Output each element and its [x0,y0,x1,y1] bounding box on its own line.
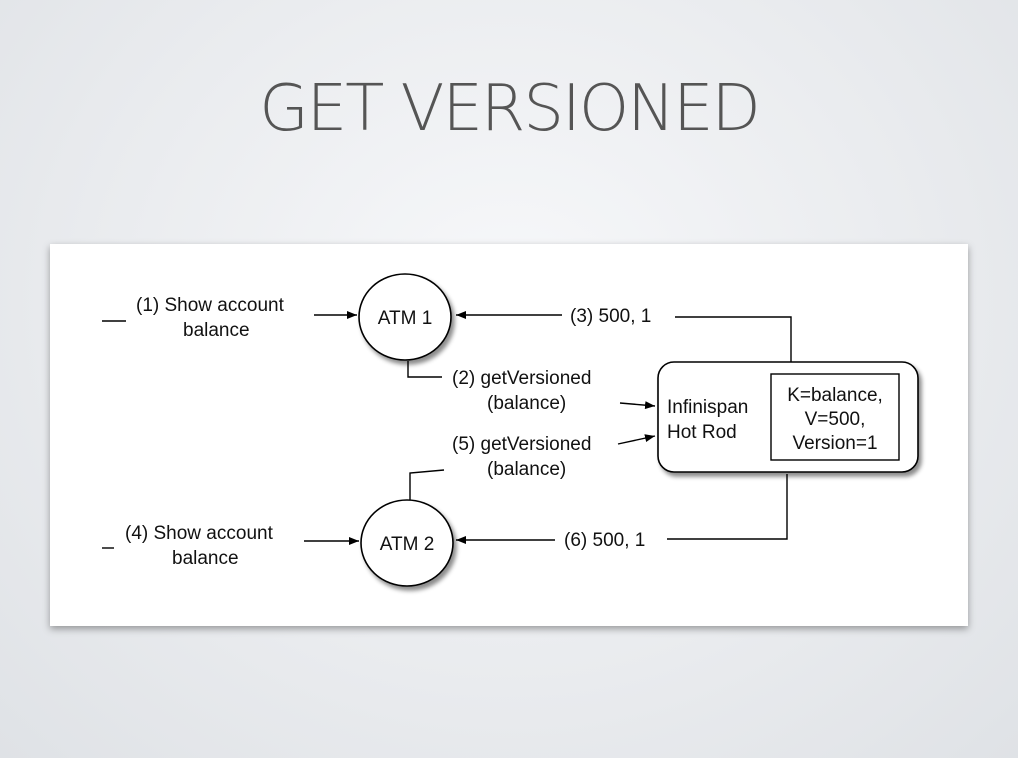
step1-label-line2: balance [183,320,250,341]
step2-connector [407,361,442,378]
cache-entry-value: V=500, [805,409,866,430]
cache-entry-box [770,373,900,461]
step2-arrow [619,401,656,410]
step2-label-line2: (balance) [487,393,566,414]
diagram-panel: ATM 1 ATM 2 Infinispan Hot Rod K=balance… [50,244,968,626]
step5-connector [409,469,445,500]
atm1-node [358,273,452,361]
step3-connector [675,316,792,362]
step5-label-line2: (balance) [487,459,566,480]
server-label-line1: Infinispan [667,397,748,418]
step2-label-line1: (2) getVersioned [452,368,591,389]
cache-entry-version: Version=1 [792,433,877,454]
server-label-line2: Hot Rod [667,422,737,443]
atm1-label: ATM 1 [378,308,433,329]
cache-entry-key: K=balance, [787,385,883,406]
step5-arrow [617,434,656,445]
step4-label-line1: (4) Show account [125,523,274,544]
atm2-label: ATM 2 [380,534,435,555]
step5-label-line1: (5) getVersioned [452,434,591,455]
atm2-node [360,499,454,587]
step6-label: (6) 500, 1 [564,530,645,551]
slide-title: GET VERSIONED [259,72,761,146]
step4-label-line2: balance [172,548,239,569]
step3-label: (3) 500, 1 [570,306,651,327]
step6-connector [667,474,788,540]
sequence-diagram: ATM 1 ATM 2 Infinispan Hot Rod K=balance… [102,273,919,587]
step1-label-line1: (1) Show account [136,295,285,316]
